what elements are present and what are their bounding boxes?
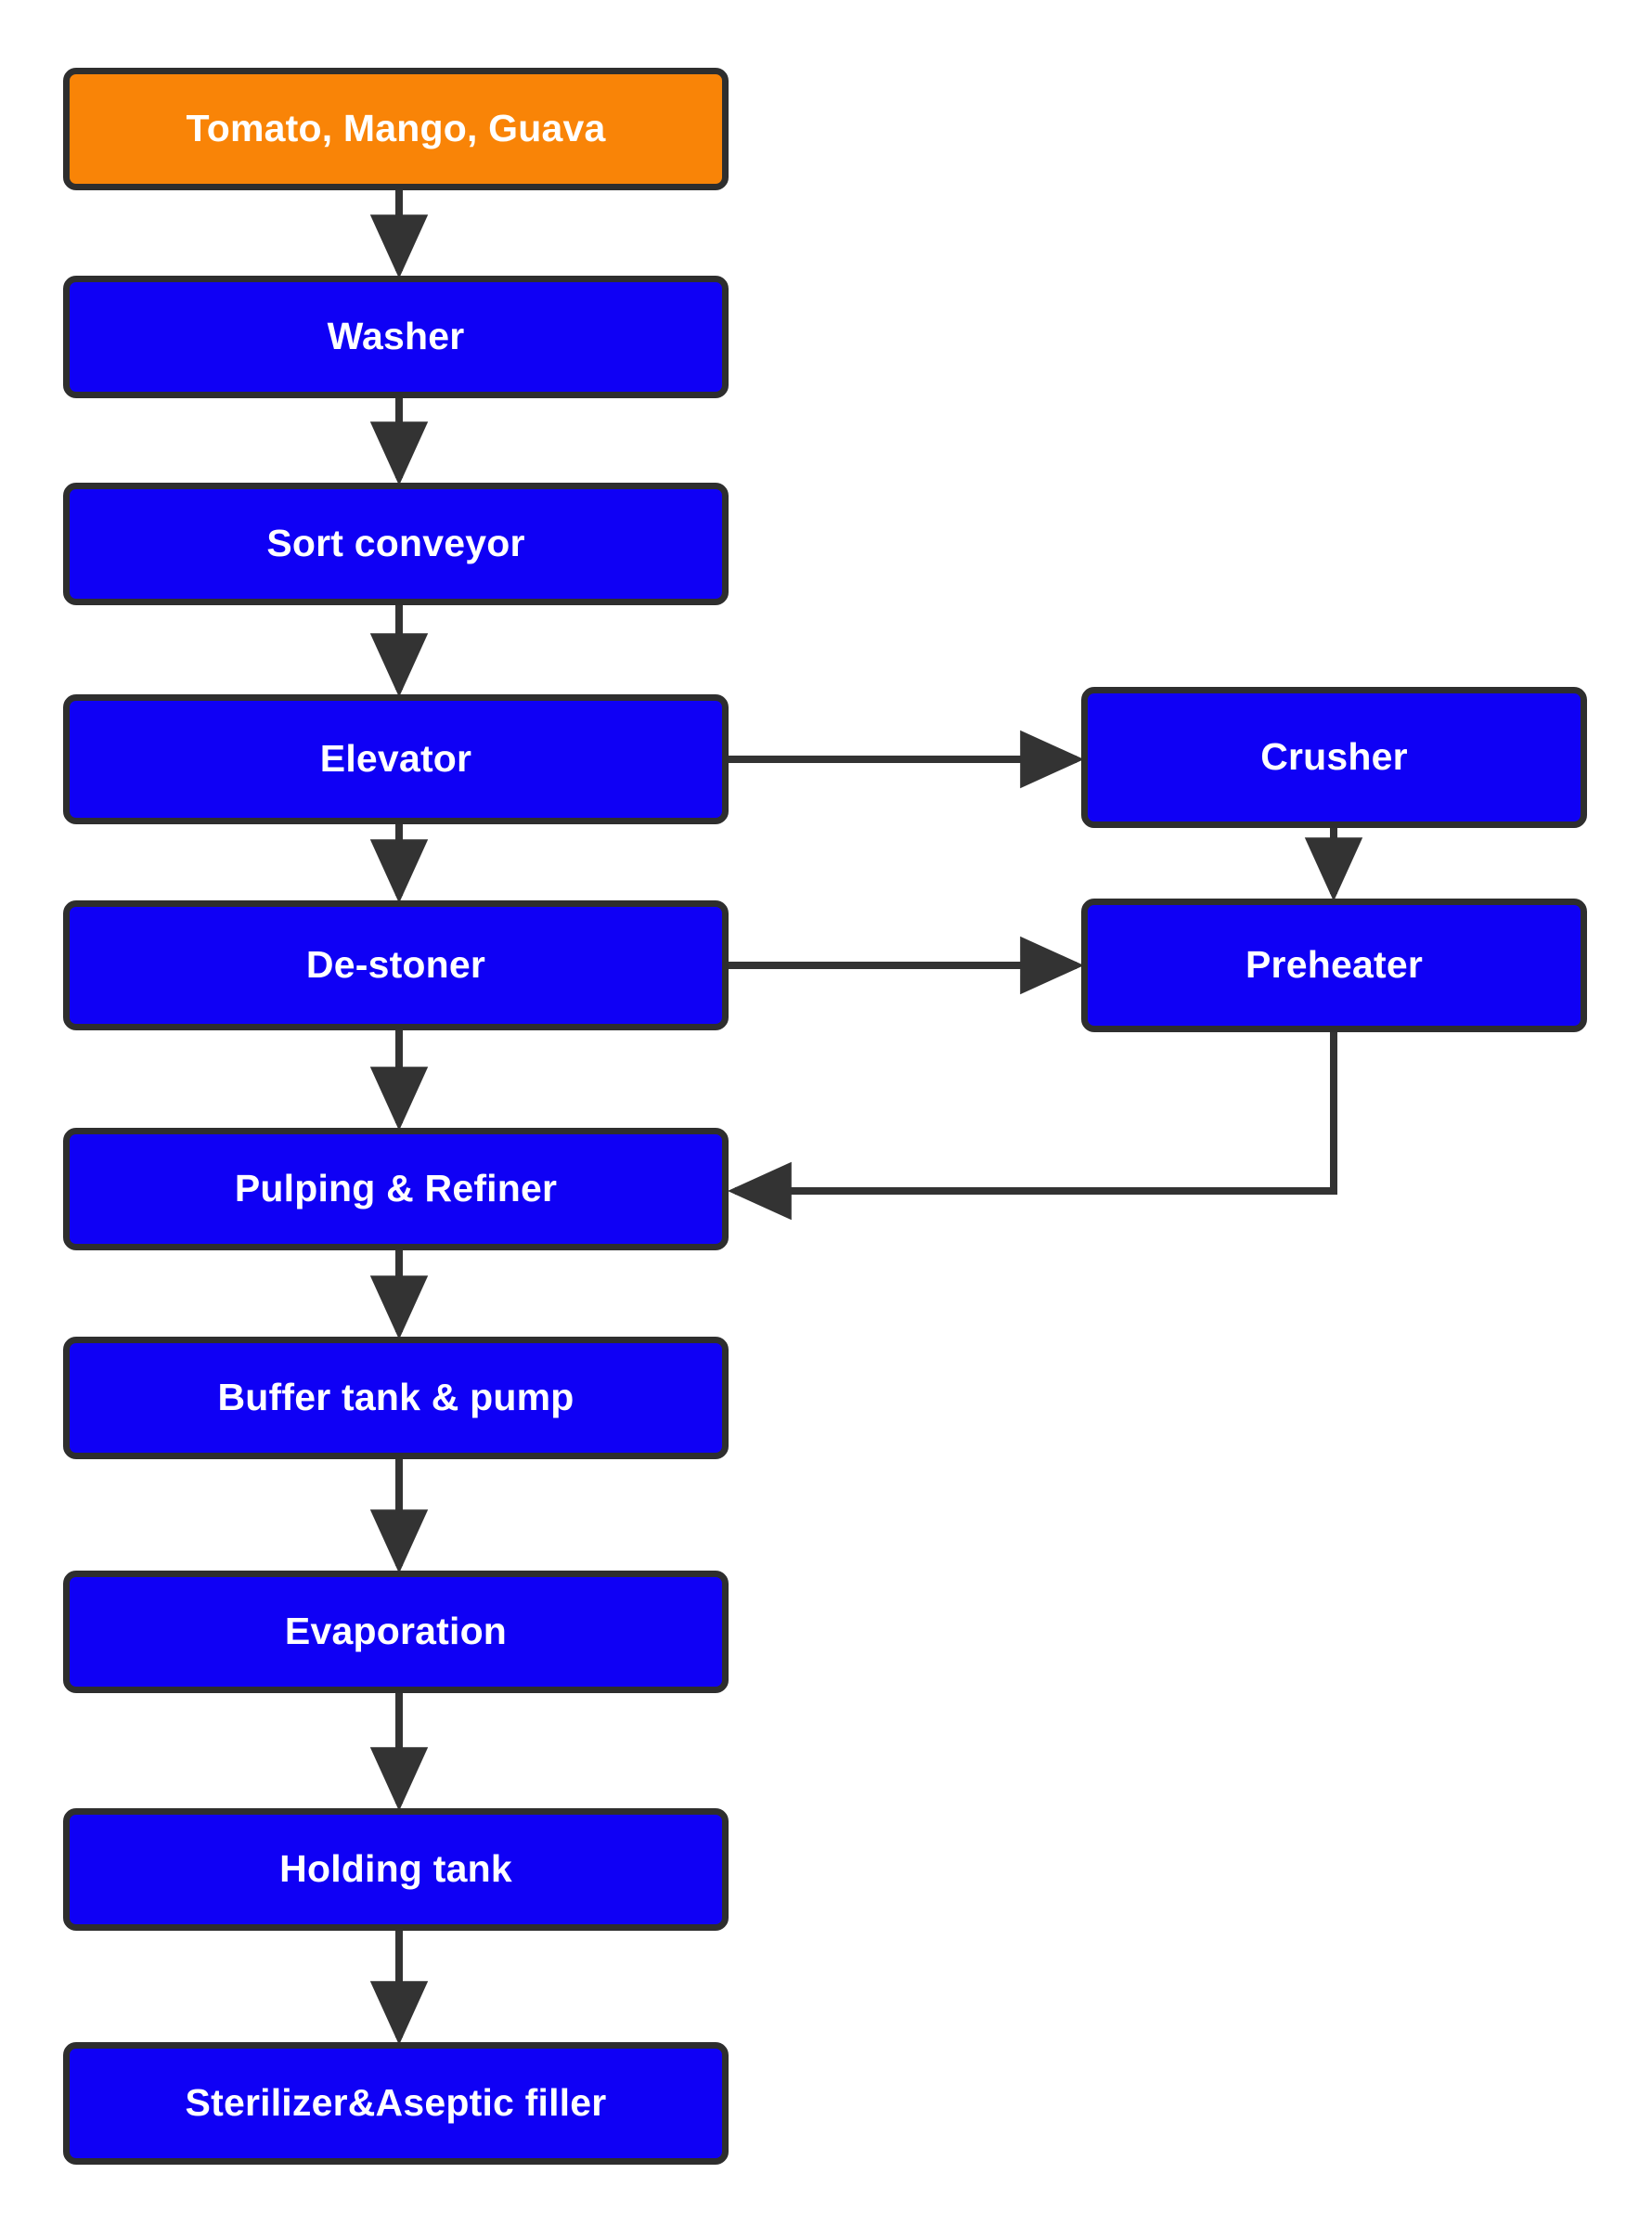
node-crusher[interactable]: Crusher bbox=[1081, 687, 1587, 828]
node-pulping-refiner-label: Pulping & Refiner bbox=[234, 1167, 558, 1210]
node-elevator[interactable]: Elevator bbox=[63, 694, 729, 824]
node-raw-material-label: Tomato, Mango, Guava bbox=[186, 107, 606, 150]
node-holding-tank-label: Holding tank bbox=[279, 1847, 512, 1891]
node-de-stoner-label: De-stoner bbox=[305, 943, 486, 987]
node-washer-label: Washer bbox=[327, 315, 465, 358]
node-buffer-tank-pump-label: Buffer tank & pump bbox=[217, 1376, 574, 1419]
node-evaporation-label: Evaporation bbox=[284, 1610, 508, 1653]
node-sterilizer-aseptic-filler-label: Sterilizer&Aseptic filler bbox=[185, 2081, 607, 2125]
node-elevator-label: Elevator bbox=[319, 737, 472, 781]
node-holding-tank[interactable]: Holding tank bbox=[63, 1808, 729, 1931]
node-sterilizer-aseptic-filler[interactable]: Sterilizer&Aseptic filler bbox=[63, 2042, 729, 2165]
edge-preheater-to-pulping-refiner bbox=[727, 1032, 1337, 1221]
node-preheater-label: Preheater bbox=[1245, 943, 1423, 987]
node-sort-conveyor[interactable]: Sort conveyor bbox=[63, 483, 729, 605]
node-crusher-label: Crusher bbox=[1260, 735, 1408, 779]
node-buffer-tank-pump[interactable]: Buffer tank & pump bbox=[63, 1337, 729, 1459]
node-de-stoner[interactable]: De-stoner bbox=[63, 900, 729, 1030]
node-pulping-refiner[interactable]: Pulping & Refiner bbox=[63, 1128, 729, 1250]
node-sort-conveyor-label: Sort conveyor bbox=[266, 522, 525, 565]
node-preheater[interactable]: Preheater bbox=[1081, 899, 1587, 1032]
node-raw-material[interactable]: Tomato, Mango, Guava bbox=[63, 68, 729, 190]
node-washer[interactable]: Washer bbox=[63, 276, 729, 398]
node-evaporation[interactable]: Evaporation bbox=[63, 1571, 729, 1693]
